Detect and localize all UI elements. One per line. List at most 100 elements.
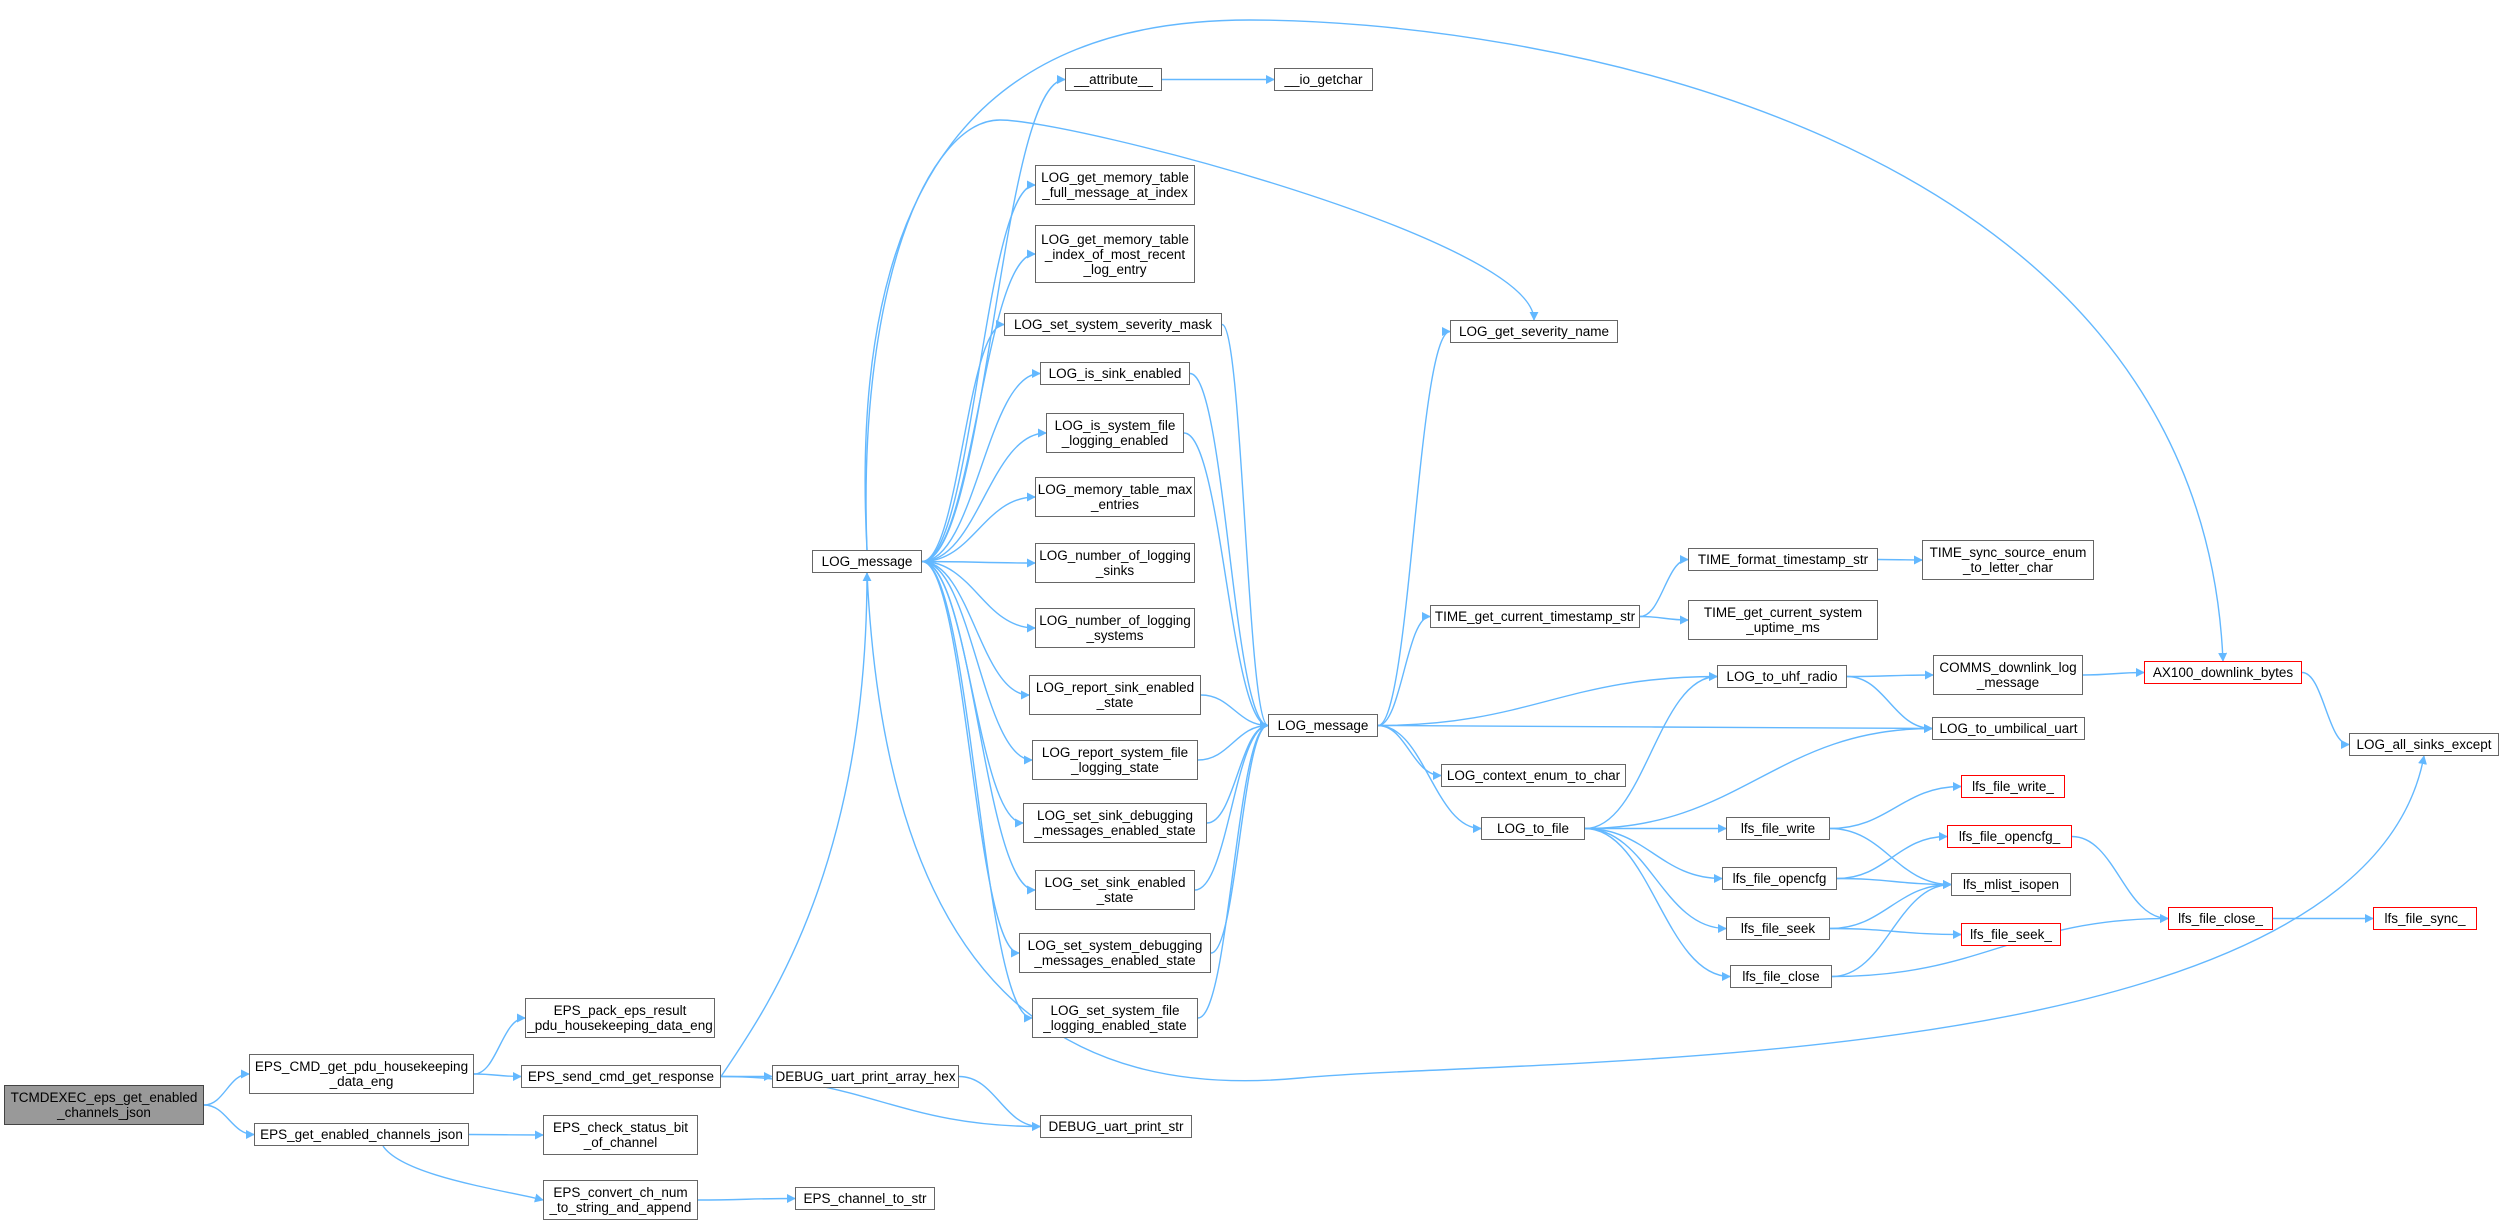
node-attribute[interactable]: __attribute__ bbox=[1065, 68, 1162, 91]
edge-lfs_opencfg_-to-lfs_close_ bbox=[2071, 835, 2169, 923]
edge-eps_convert-to-eps_channel bbox=[697, 1194, 796, 1204]
node-log-set-sink-debugging-messages[interactable]: LOG_set_sink_debugging _messages_enabled… bbox=[1023, 803, 1207, 843]
node-log-message-core[interactable]: LOG_message bbox=[1268, 714, 1378, 737]
edge-log_message_left-to-num_sinks bbox=[921, 558, 1036, 568]
edge-log_message_left-to-set_sys_dbg bbox=[921, 560, 1020, 958]
edge-eps_cmd_get_pdu-to-eps_pack bbox=[473, 1013, 526, 1075]
node-log-report-sink-enabled-state[interactable]: LOG_report_sink_enabled _state bbox=[1029, 675, 1201, 715]
node-lfs-file-opencfg[interactable]: lfs_file_opencfg bbox=[1722, 867, 1837, 890]
node-log-is-system-file-logging-enabled[interactable]: LOG_is_system_file _logging_enabled bbox=[1046, 413, 1184, 453]
node-io-getchar[interactable]: __io_getchar bbox=[1274, 68, 1373, 91]
edge-log_to_file-to-lfs_close bbox=[1584, 827, 1731, 981]
edge-log_message_mid-to-log_to_file bbox=[1377, 724, 1482, 833]
edge-log_message_left-to-get_full bbox=[921, 180, 1036, 563]
edge-log_message_mid-to-log_umbilical bbox=[1377, 723, 1933, 733]
node-log-all-sinks-except[interactable]: LOG_all_sinks_except bbox=[2349, 733, 2499, 756]
edge-log_message_left-to-num_systems bbox=[921, 560, 1036, 633]
edge-set_sys_file-to-log_message_mid bbox=[1197, 721, 1269, 1019]
edge-log_message_mid-to-context_enum bbox=[1377, 724, 1442, 780]
node-time-sync-source-enum[interactable]: TIME_sync_source_enum _to_letter_char bbox=[1922, 540, 2094, 580]
node-debug-uart-print-array-hex[interactable]: DEBUG_uart_print_array_hex bbox=[772, 1065, 959, 1088]
edge-log_message_left-to-all_sinks bbox=[866, 572, 2427, 1082]
edge-log_message_mid-to-time_current bbox=[1377, 612, 1431, 727]
node-log-report-system-file-logging-state[interactable]: LOG_report_system_file _logging_state bbox=[1032, 740, 1198, 780]
edge-comms-to-ax100 bbox=[2082, 668, 2145, 678]
node-lfs-file-write-internal[interactable]: lfs_file_write_ bbox=[1961, 775, 2065, 798]
node-lfs-file-sync-internal[interactable]: lfs_file_sync_ bbox=[2373, 907, 2477, 930]
edge-log_to_file-to-lfs_seek bbox=[1584, 827, 1727, 933]
node-log-memory-table-max-entries[interactable]: LOG_memory_table_max _entries bbox=[1035, 477, 1195, 517]
node-eps-get-enabled-channels-json[interactable]: EPS_get_enabled_channels_json bbox=[254, 1123, 469, 1146]
edge-log_message_mid-to-severity_name bbox=[1377, 327, 1451, 727]
node-log-get-severity-name[interactable]: LOG_get_severity_name bbox=[1450, 320, 1618, 343]
node-log-set-sink-enabled-state[interactable]: LOG_set_sink_enabled _state bbox=[1035, 870, 1195, 910]
node-lfs-file-seek[interactable]: lfs_file_seek bbox=[1726, 917, 1830, 940]
node-eps-check-status-bit[interactable]: EPS_check_status_bit _of_channel bbox=[543, 1115, 698, 1155]
node-lfs-file-opencfg-internal[interactable]: lfs_file_opencfg_ bbox=[1947, 825, 2072, 848]
edge-log_message_left-to-severity_name bbox=[865, 119, 1539, 551]
edge-log_message_left-to-is_sink bbox=[921, 369, 1041, 563]
edge-log_to_file-to-lfs_opencfg bbox=[1584, 827, 1723, 883]
node-time-format-timestamp-str[interactable]: TIME_format_timestamp_str bbox=[1688, 548, 1878, 571]
edge-log_to_file-to-log_uhf bbox=[1584, 672, 1718, 830]
node-eps-convert-ch-num[interactable]: EPS_convert_ch_num _to_string_and_append bbox=[543, 1180, 698, 1220]
node-eps-send-cmd-get-response[interactable]: EPS_send_cmd_get_response bbox=[521, 1065, 721, 1088]
node-log-number-of-logging-sinks[interactable]: LOG_number_of_logging _sinks bbox=[1035, 543, 1195, 583]
edge-log_message_left-to-is_file bbox=[921, 428, 1047, 563]
node-debug-uart-print-str[interactable]: DEBUG_uart_print_str bbox=[1040, 1115, 1192, 1138]
edge-report_file-to-log_message_mid bbox=[1197, 721, 1269, 761]
edge-set_sink_dbg-to-log_message_mid bbox=[1206, 721, 1269, 824]
edge-is_sink-to-log_message_mid bbox=[1189, 372, 1269, 730]
node-log-is-sink-enabled[interactable]: LOG_is_sink_enabled bbox=[1040, 362, 1190, 385]
node-eps-pack-eps-result[interactable]: EPS_pack_eps_result _pdu_housekeeping_da… bbox=[525, 998, 715, 1038]
node-log-message-dispatch[interactable]: LOG_message bbox=[812, 550, 922, 573]
edge-debug_hex-to-debug_str bbox=[958, 1075, 1041, 1131]
node-root-function: TCMDEXEC_eps_get_enabled _channels_json bbox=[4, 1085, 204, 1125]
node-log-to-file[interactable]: LOG_to_file bbox=[1481, 817, 1585, 840]
edge-lfs_close-to-lfs_mlist bbox=[1831, 880, 1952, 978]
node-log-context-enum-to-char[interactable]: LOG_context_enum_to_char bbox=[1441, 764, 1626, 787]
node-log-get-memory-table-index[interactable]: LOG_get_memory_table _index_of_most_rece… bbox=[1035, 225, 1195, 283]
edge-log_message_left-to-get_index bbox=[921, 249, 1036, 563]
node-log-get-memory-table-full-message[interactable]: LOG_get_memory_table _full_message_at_in… bbox=[1035, 165, 1195, 205]
node-log-number-of-logging-systems[interactable]: LOG_number_of_logging _systems bbox=[1035, 608, 1195, 648]
edge-log_message_left-to-set_mask bbox=[921, 320, 1005, 563]
node-log-set-system-severity-mask[interactable]: LOG_set_system_severity_mask bbox=[1004, 313, 1222, 336]
node-time-get-current-timestamp-str[interactable]: TIME_get_current_timestamp_str bbox=[1430, 605, 1640, 628]
edge-lfs_seek-to-lfs_seek_ bbox=[1829, 927, 1962, 939]
edge-time_current-to-time_uptime bbox=[1639, 615, 1689, 625]
edge-lfs_seek-to-lfs_mlist bbox=[1829, 880, 1952, 930]
node-comms-downlink-log-message[interactable]: COMMS_downlink_log _message bbox=[1933, 655, 2083, 695]
edge-lfs_opencfg-to-lfs_opencfg_ bbox=[1836, 832, 1948, 880]
node-ax100-downlink-bytes[interactable]: AX100_downlink_bytes bbox=[2144, 661, 2302, 684]
node-eps-channel-to-str[interactable]: EPS_channel_to_str bbox=[795, 1187, 935, 1210]
edge-set_mask-to-log_message_mid bbox=[1221, 323, 1269, 730]
node-log-set-system-debugging-messages[interactable]: LOG_set_system_debugging _messages_enabl… bbox=[1019, 933, 1211, 973]
edge-time_current-to-time_format bbox=[1639, 555, 1689, 618]
node-log-set-system-file-logging[interactable]: LOG_set_system_file _logging_enabled_sta… bbox=[1032, 998, 1198, 1038]
node-lfs-file-close[interactable]: lfs_file_close bbox=[1730, 965, 1832, 988]
edge-set_sink_en-to-log_message_mid bbox=[1194, 721, 1269, 891]
edge-eps_cmd_get_pdu-to-eps_send bbox=[473, 1071, 522, 1081]
node-log-to-uhf-radio[interactable]: LOG_to_uhf_radio bbox=[1717, 665, 1847, 688]
edge-lfs_opencfg-to-lfs_mlist bbox=[1836, 877, 1952, 889]
edge-log_message_left-to-set_sys_file bbox=[921, 560, 1033, 1023]
edge-lfs_write-to-lfs_mlist bbox=[1829, 827, 1952, 889]
node-eps-cmd-get-pdu-housekeeping[interactable]: EPS_CMD_get_pdu_housekeeping _data_eng bbox=[249, 1054, 474, 1094]
edge-time_format-to-time_sync bbox=[1877, 555, 1923, 565]
edge-is_file-to-log_message_mid bbox=[1183, 432, 1269, 730]
edge-report_sink-to-log_message_mid bbox=[1200, 694, 1269, 730]
edge-eps_send-to-log_message_left bbox=[720, 572, 872, 1077]
node-lfs-file-write[interactable]: lfs_file_write bbox=[1726, 817, 1830, 840]
node-time-get-current-system-uptime[interactable]: TIME_get_current_system _uptime_ms bbox=[1688, 600, 1878, 640]
edge-log_message_left-to-max_entries bbox=[921, 492, 1036, 563]
node-lfs-file-seek-internal[interactable]: lfs_file_seek_ bbox=[1961, 923, 2061, 946]
node-lfs-mlist-isopen[interactable]: lfs_mlist_isopen bbox=[1951, 873, 2071, 896]
call-edges bbox=[203, 19, 2427, 1204]
node-lfs-file-close-internal[interactable]: lfs_file_close_ bbox=[2168, 907, 2273, 930]
edge-ax100-to-all_sinks bbox=[2301, 671, 2350, 749]
edge-log_message_left-to-report_sink bbox=[921, 560, 1030, 700]
edge-log_message_mid-to-log_uhf bbox=[1377, 672, 1718, 727]
node-log-to-umbilical-uart[interactable]: LOG_to_umbilical_uart bbox=[1932, 717, 2085, 740]
